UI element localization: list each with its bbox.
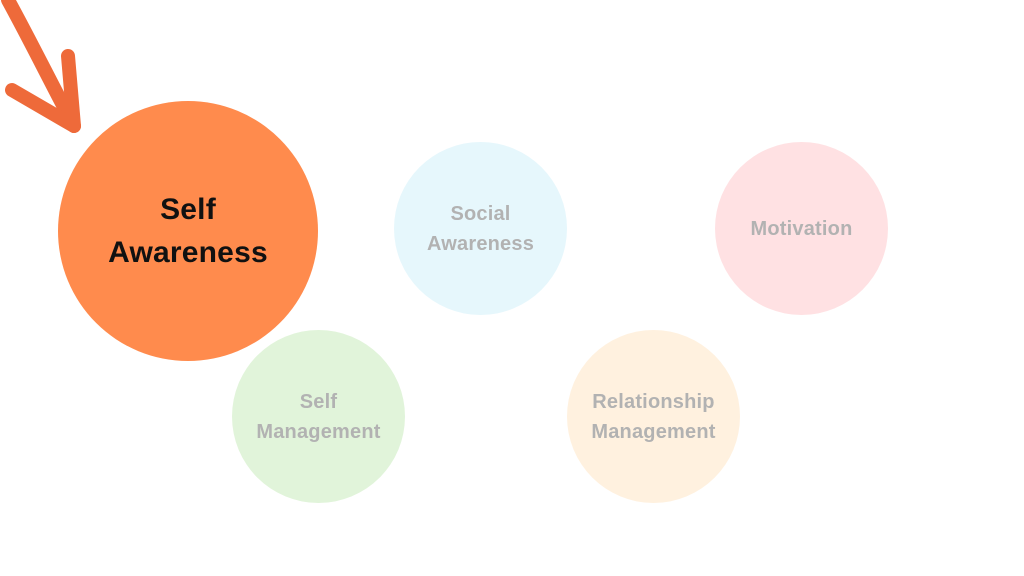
bubble-motivation: Motivation	[715, 142, 888, 315]
bubble-label-line: Self	[299, 390, 338, 413]
bubble-social-awareness-label: Social Awareness	[427, 199, 534, 259]
bubble-self-awareness: Self Awareness	[58, 101, 318, 361]
bubble-self-management-label: Self Management	[256, 387, 380, 447]
bubble-relationship-management: Relationship Management	[567, 330, 740, 503]
bubble-label-line: Motivation	[750, 217, 853, 240]
bubble-relationship-management-label: Relationship Management	[591, 387, 715, 447]
bubble-self-management: Self Management	[232, 330, 405, 503]
bubble-label-line: Self	[160, 192, 216, 226]
bubble-label-line: Awareness	[108, 236, 268, 269]
bubble-label-line: Awareness	[426, 232, 535, 255]
bubble-label-line: Management	[591, 420, 716, 443]
bubble-motivation-label: Motivation	[751, 214, 853, 244]
bubble-self-awareness-label: Self Awareness	[108, 188, 268, 275]
bubble-social-awareness: Social Awareness	[394, 142, 567, 315]
arrow-down-right-icon	[1, 0, 81, 133]
bubble-label-line: Social	[450, 202, 511, 225]
bubble-label-line: Management	[256, 420, 381, 443]
bubble-label-line: Relationship	[592, 390, 715, 413]
